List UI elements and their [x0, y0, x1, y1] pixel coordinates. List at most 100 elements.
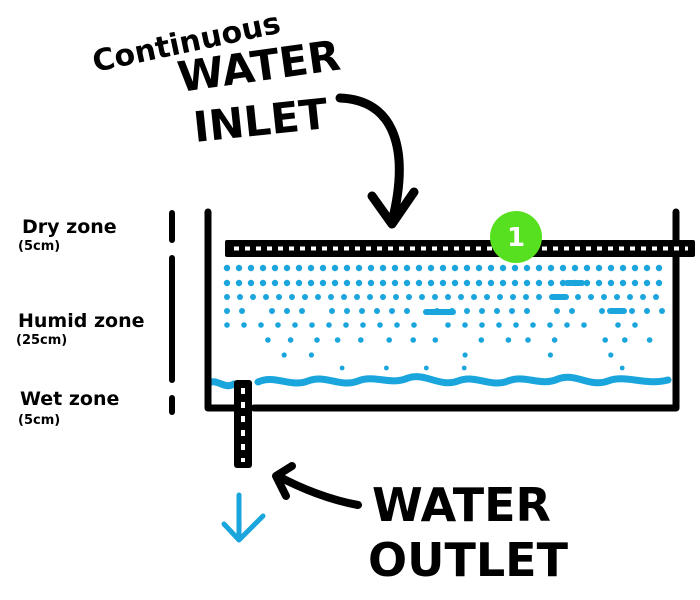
water-droplet	[445, 322, 451, 328]
water-droplet	[281, 352, 287, 358]
water-droplet	[511, 279, 519, 287]
water-droplet	[355, 279, 363, 287]
water-droplet	[343, 264, 351, 272]
water-droplet	[344, 308, 350, 314]
water-droplet	[432, 294, 438, 300]
water-droplet	[239, 308, 245, 314]
water-droplet	[464, 308, 470, 314]
outlet-label-line2: OUTLET	[368, 533, 569, 587]
water-droplet	[427, 264, 435, 272]
water-droplet	[595, 264, 603, 272]
water-droplet	[263, 294, 269, 300]
water-droplet	[319, 264, 327, 272]
water-droplet	[384, 365, 389, 371]
water-droplet	[564, 322, 570, 328]
step-badge: 1	[490, 211, 542, 263]
water-droplet	[292, 322, 298, 328]
water-droplet	[307, 279, 315, 287]
water-droplet	[475, 279, 483, 287]
water-droplet	[547, 352, 554, 358]
water-droplet	[583, 279, 591, 287]
water-droplet	[458, 294, 464, 300]
water-droplet	[339, 365, 345, 371]
water-droplet	[643, 264, 651, 272]
water-droplet	[510, 294, 516, 300]
dry-zone-size: (5cm)	[18, 239, 60, 254]
water-droplet	[547, 279, 555, 287]
water-droplet	[223, 279, 231, 287]
water-droplet	[487, 264, 495, 272]
water-droplet	[547, 264, 555, 272]
water-droplet	[391, 279, 399, 287]
water-droplet	[619, 264, 627, 272]
water-droplet	[307, 264, 315, 272]
water-droplet	[471, 294, 477, 300]
water-droplet	[309, 322, 315, 328]
wet-zone-label: Wet zone	[20, 388, 119, 410]
water-droplet	[602, 337, 608, 343]
water-droplet	[588, 294, 594, 300]
container	[204, 208, 680, 412]
water-droplet	[432, 337, 439, 343]
water-droplet	[284, 308, 290, 314]
water-droplet	[404, 308, 410, 314]
water-droplet	[659, 308, 665, 314]
water-droplet	[331, 279, 339, 287]
water-droplet	[523, 279, 531, 287]
water-droplet	[423, 365, 429, 371]
water-droplet	[530, 322, 536, 328]
water-droplet	[524, 308, 530, 314]
water-droplet	[525, 337, 531, 343]
water-droplet	[235, 264, 243, 272]
water-droplet	[259, 279, 267, 287]
water-droplet	[326, 322, 332, 328]
water-droplet	[328, 294, 334, 300]
water-droplet	[619, 365, 625, 371]
water-droplet	[535, 264, 543, 272]
water-droplet	[295, 264, 303, 272]
water-droplet	[461, 365, 467, 371]
water-droplet	[607, 279, 615, 287]
water-droplet	[314, 337, 320, 343]
water-droplet	[644, 308, 650, 314]
water-droplet	[287, 337, 294, 343]
water-droplet	[494, 308, 500, 314]
water-droplet	[419, 294, 425, 300]
outlet-label-line1: WATER	[372, 478, 551, 532]
water-droplet	[415, 264, 423, 272]
water-droplet	[250, 294, 256, 300]
water-droplet	[302, 294, 308, 300]
water-droplet	[451, 279, 459, 287]
water-droplet	[484, 294, 490, 300]
water-droplet	[445, 294, 451, 300]
dry-zone-label: Dry zone	[22, 216, 117, 238]
water-droplet	[319, 279, 327, 287]
inlet-arrow	[335, 93, 419, 229]
water-droplet	[367, 264, 375, 272]
water-droplet	[643, 279, 651, 287]
water-droplet	[224, 294, 230, 300]
inlet-label: Continuous WATER INLET	[89, 6, 343, 152]
water-droplet	[614, 294, 620, 300]
water-droplet	[505, 337, 512, 343]
water-droplet	[478, 337, 485, 343]
water-droplet	[511, 264, 519, 272]
water-droplet	[475, 264, 483, 272]
water-droplet	[615, 322, 621, 328]
water-droplet	[451, 264, 459, 272]
water-droplet	[487, 279, 495, 287]
water-droplet	[379, 279, 387, 287]
water-droplet	[439, 279, 447, 287]
water-droplet	[629, 308, 635, 314]
water-droplet	[411, 322, 417, 328]
water-droplet	[224, 322, 230, 328]
water-droplet	[415, 279, 423, 287]
water-droplet	[631, 264, 639, 272]
outlet-flow-arrow	[221, 492, 266, 543]
water-droplet	[523, 294, 529, 300]
water-droplet	[299, 308, 305, 314]
water-droplet	[622, 337, 628, 343]
water-droplet	[329, 308, 335, 314]
water-droplet	[289, 294, 295, 300]
water-droplet	[359, 308, 365, 314]
